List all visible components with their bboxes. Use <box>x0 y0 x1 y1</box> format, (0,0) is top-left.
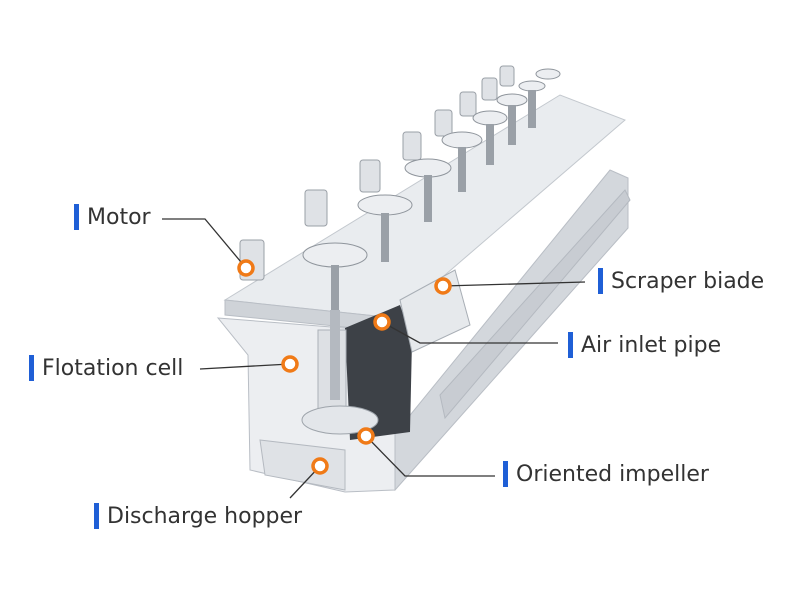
callout-impeller-leader-line <box>365 435 495 477</box>
callout-impeller-marker <box>357 427 375 445</box>
callout-motor-label: Motor <box>74 204 151 230</box>
callout-motor-leader-line <box>162 218 247 269</box>
callout-air-inlet-marker <box>373 313 391 331</box>
callout-air-inlet-text: Air inlet pipe <box>581 332 722 358</box>
pulley-row <box>302 68 561 268</box>
callout-air-inlet-leader-line <box>381 321 558 344</box>
label-accent-bar <box>29 355 34 381</box>
flotation-machine-illustration <box>216 65 631 493</box>
impeller-disc <box>301 405 379 435</box>
callout-hopper-label: Discharge hopper <box>94 503 302 529</box>
callout-flotation-leader-line <box>199 363 291 370</box>
callout-motor-text: Motor <box>87 204 151 230</box>
callout-layer <box>162 218 586 499</box>
callout-air-inlet-label: Air inlet pipe <box>568 332 721 358</box>
label-accent-bar <box>568 332 573 358</box>
machine-trough-rail <box>439 189 631 420</box>
callout-scraper-marker <box>434 277 452 295</box>
callout-impeller-label: Oriented impeller <box>503 461 709 487</box>
label-accent-bar <box>598 268 603 294</box>
callout-scraper-label: Scraper biade <box>598 268 764 294</box>
callout-flotation-label: Flotation cell <box>29 355 183 381</box>
callout-hopper-text: Discharge hopper <box>107 503 303 529</box>
callout-impeller-text: Oriented impeller <box>516 461 709 487</box>
callout-hopper-marker <box>311 457 329 475</box>
callout-scraper-text: Scraper biade <box>611 268 765 294</box>
label-accent-bar <box>74 204 79 230</box>
shaft-row <box>331 90 536 310</box>
machine-cutaway <box>345 305 412 440</box>
callout-flotation-text: Flotation cell <box>42 355 184 381</box>
label-accent-bar <box>503 461 508 487</box>
callout-motor-marker <box>237 259 255 277</box>
callout-scraper-leader-line <box>442 281 586 287</box>
label-accent-bar <box>94 503 99 529</box>
callout-flotation-marker <box>281 355 299 373</box>
machine-hopper <box>259 439 346 491</box>
